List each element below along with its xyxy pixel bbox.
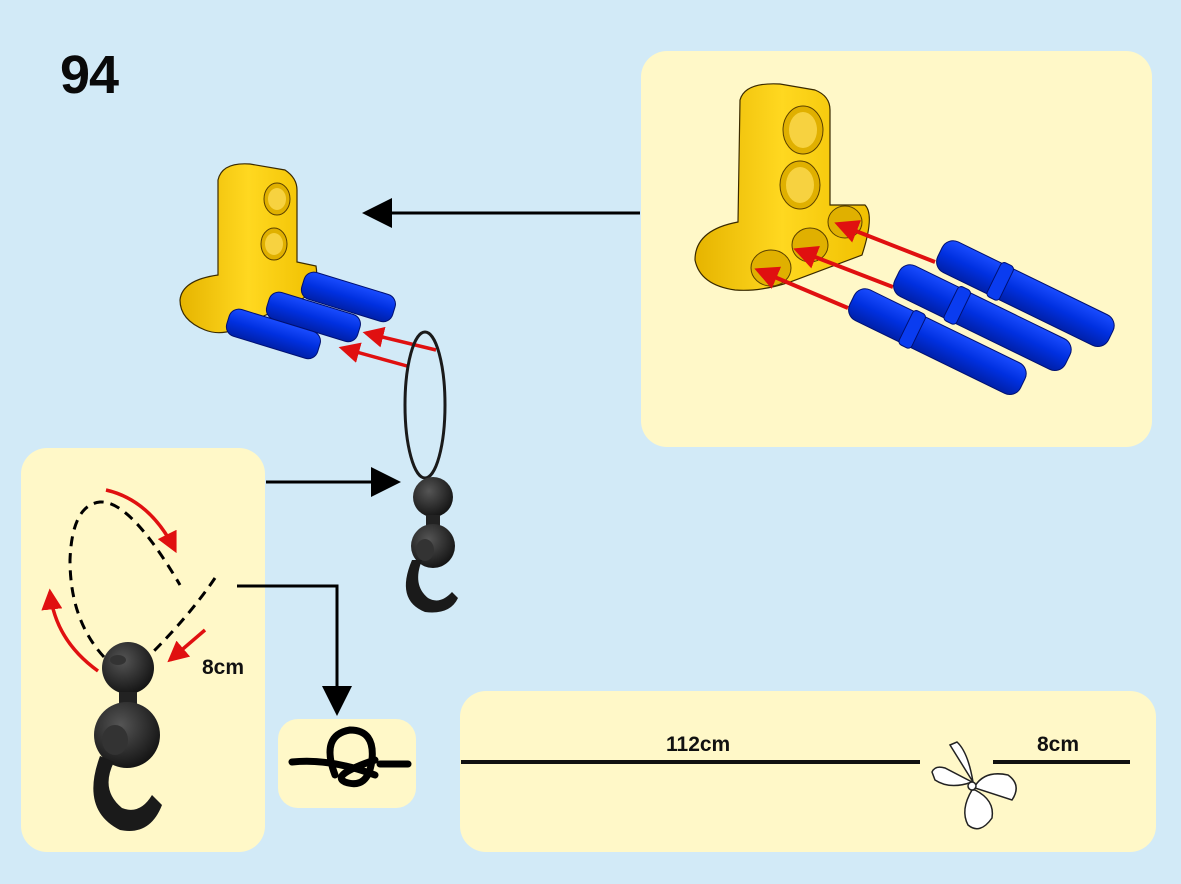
t-beam-assembled bbox=[179, 163, 318, 334]
black-hook-assembled bbox=[405, 477, 458, 613]
t-beam-large bbox=[694, 83, 870, 291]
step-number: 94 bbox=[60, 45, 119, 105]
knot-callout-arrow bbox=[237, 584, 352, 716]
hook-loop-length-label: 8cm bbox=[202, 656, 245, 679]
black-hook-callout bbox=[93, 642, 162, 831]
short-cord-length-label: 8cm bbox=[1037, 733, 1080, 756]
knot-icon bbox=[288, 726, 412, 788]
long-cord-length-label: 112cm bbox=[666, 733, 731, 756]
cord-loop bbox=[403, 330, 447, 480]
loop-direction-arrows bbox=[41, 488, 207, 673]
pin-insertion-arrows-large bbox=[754, 220, 936, 310]
scissors-icon bbox=[931, 741, 1017, 830]
cord-loop-arrows bbox=[338, 326, 437, 368]
blue-pins-inserted bbox=[225, 271, 396, 360]
dashed-loop bbox=[68, 500, 217, 659]
blue-pins-large bbox=[848, 240, 1115, 396]
cord-length-callout-panel bbox=[460, 691, 1156, 852]
